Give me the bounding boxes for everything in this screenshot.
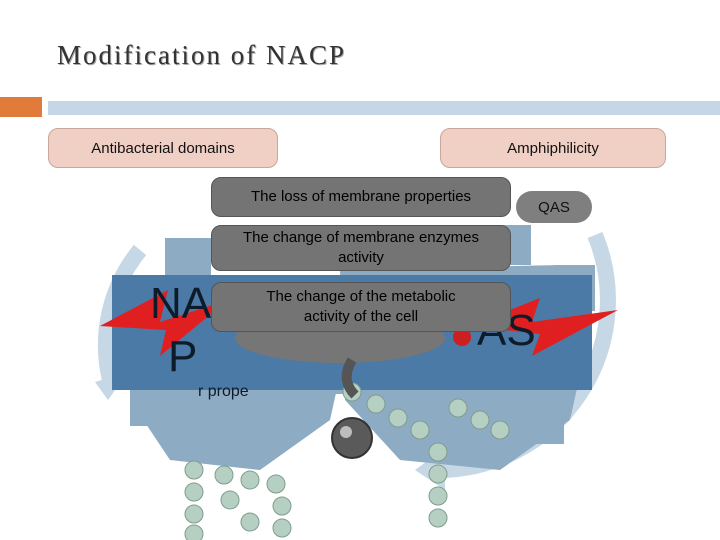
effect-box-membrane-properties: The loss of membrane properties: [211, 177, 511, 217]
effect-box-enzymes-activity: The change of membrane enzymes activity: [211, 225, 511, 271]
antibacterial-domains-box: Antibacterial domains: [48, 128, 278, 168]
title-accent-bar: [0, 97, 42, 117]
effect-box-metabolic-activity: The change of the metabolic activity of …: [211, 282, 511, 332]
channel-ball-icon: [331, 417, 373, 459]
background-label-p: P: [168, 332, 198, 381]
slide-title: Modification of NACP: [57, 40, 346, 70]
channel-stem-icon: [341, 357, 359, 399]
qas-pill: QAS: [516, 191, 592, 223]
background-label-na: NA: [150, 279, 212, 328]
title-underline-bar: [48, 101, 720, 115]
background-label-small: r prope: [198, 383, 249, 400]
right-red-dot-icon: [453, 328, 471, 346]
left-cycle-arrow: [97, 244, 147, 382]
left-lightning-icon: [100, 290, 228, 356]
membrane-lipids-icon: [184, 382, 510, 540]
amphiphilicity-box: Amphiphilicity: [440, 128, 666, 168]
